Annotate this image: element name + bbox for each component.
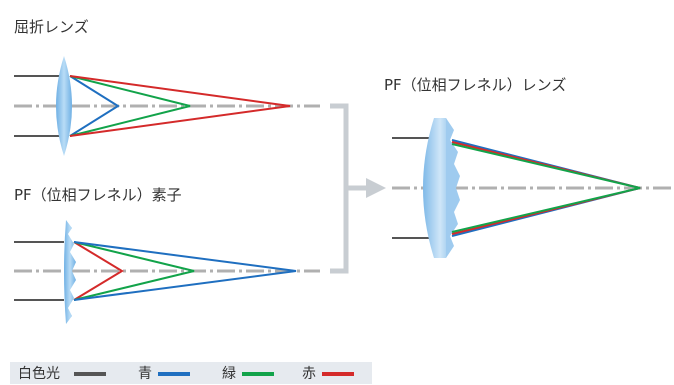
blue-ray bbox=[73, 241, 297, 301]
title-pf-lens: PF（位相フレネル）レンズ bbox=[384, 76, 566, 94]
legend-label-green: 緑 bbox=[222, 366, 236, 382]
fresnel-ridges bbox=[446, 118, 460, 258]
fresnel-element bbox=[64, 220, 76, 324]
pf-lens-diagram bbox=[392, 118, 672, 258]
title-refractive-lens: 屈折レンズ bbox=[14, 18, 89, 36]
legend-swatch-white-light bbox=[74, 372, 106, 376]
green-ray bbox=[451, 143, 641, 233]
legend-swatch-red bbox=[322, 372, 354, 376]
legend-label-blue: 青 bbox=[138, 366, 152, 382]
legend-swatch-green bbox=[242, 372, 274, 376]
arrow-head bbox=[366, 178, 386, 198]
title-pf-element: PF（位相フレネル）素子 bbox=[14, 186, 182, 204]
refractive-lens-diagram bbox=[14, 56, 320, 156]
combine-arrow bbox=[330, 103, 386, 274]
convex-lens bbox=[56, 56, 72, 156]
legend-label-red: 赤 bbox=[302, 366, 316, 382]
legend-background bbox=[10, 362, 372, 384]
red-ray bbox=[69, 75, 291, 137]
green-ray bbox=[73, 241, 195, 301]
legend-label-white-light: 白色光 bbox=[18, 365, 60, 382]
green-ray bbox=[69, 75, 191, 137]
pf-element-diagram bbox=[14, 220, 320, 324]
legend: 白色光 青 緑 赤 bbox=[10, 362, 372, 384]
red-ray bbox=[73, 241, 124, 301]
bracket bbox=[330, 103, 349, 274]
legend-swatch-blue bbox=[158, 372, 190, 376]
blue-ray bbox=[69, 75, 120, 137]
